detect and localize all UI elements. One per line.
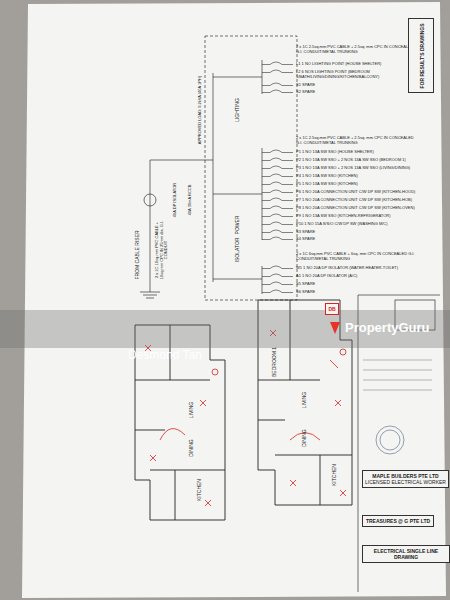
- circuit-text: P5 1 NO 13A SW SSO (KITCHEN): [296, 182, 358, 187]
- node-text: LICENSED ELECTRICAL WORKER: [365, 479, 446, 485]
- circuit-text: S1 SPARE: [296, 83, 315, 88]
- cable-note: 2 x 1C 2.5sq.mm PVC CABLE + 2.5sq. mm CP…: [296, 45, 421, 54]
- title-block-cell: MAPLE BUILDERS PTE LTDLICENSED ELECTRICA…: [362, 470, 449, 488]
- circuit-text: P2 1 NO 13A SW SSO + 2 NOS 13A SW SSO (B…: [296, 158, 406, 163]
- watermark-band: [0, 310, 450, 348]
- stamp-box: FOR RESULT'S DRAWINGS: [408, 18, 434, 93]
- circuit-text: A1 1 NO 20A DP ISOLATOR (A/C): [296, 274, 357, 279]
- db-box: DB: [325, 303, 339, 315]
- node-heading: MAPLE BUILDERS PTE LTD: [365, 473, 446, 479]
- group-name: ISOLATOR: [235, 238, 241, 263]
- circuit-text: S5 SPARE: [296, 282, 315, 287]
- rating-note: 40A 30mA RCCB: [188, 185, 193, 216]
- circuit-text: P9 1 NO 13A SW SSO (KITCHEN-REFRIGERATOR…: [296, 214, 391, 219]
- node-heading: TREASURES @ G PTE LTD: [365, 518, 431, 524]
- circuit-text: P8 1 NO 20A CONNECTION UNIT C/W DP SW (K…: [296, 206, 415, 211]
- circuit-text: L1 1 NO LIGHTING POINT (HOUSE SHELTER): [296, 62, 381, 67]
- title-block-cell: ELECTRICAL SINGLE LINE DRAWING: [362, 545, 450, 563]
- cable-note: 2 x 1C 2.5sq.mm PVC CABLE + 2.5sq. mm CP…: [296, 136, 421, 145]
- riser-note: FROM CABLE RISER: [135, 230, 141, 279]
- room-name: KITCHEN: [332, 464, 338, 486]
- circuit-text: W1 1 NO 20A DP ISOLATOR (WATER HEATER-TO…: [296, 266, 398, 271]
- paper-sheet: [22, 2, 446, 598]
- node-heading: ELECTRICAL SINGLE LINE DRAWING: [365, 548, 447, 560]
- node-heading: FOR RESULT'S DRAWINGS: [418, 23, 424, 88]
- group-name: LIGHTING: [235, 98, 241, 122]
- room-name: DINING: [189, 439, 195, 457]
- watermark: PropertyGuru: [345, 321, 430, 336]
- room-name: BEDROOM 1: [272, 347, 278, 377]
- circuit-text: P3 1 NO 13A SW SSO + 2 NOS 13A SW SSO (L…: [296, 166, 410, 171]
- circuit-text: P1 1 NO 13A SW SSO (HOUSE SHELTER): [296, 150, 374, 155]
- rating-note: 40A DP ISOLATOR: [173, 183, 178, 217]
- room-name: KITCHEN: [197, 479, 203, 501]
- circuit-breakers: [262, 62, 293, 293]
- circuit-text: S6 SPARE: [296, 290, 315, 295]
- circuit-text: S3 SPARE: [296, 230, 315, 235]
- cable-note: 2 x 1C 6sq.mm PVC CABLE + 6sq. mm CPC IN…: [296, 252, 421, 261]
- room-name: DINING: [302, 429, 308, 447]
- room-name: LIVING: [189, 402, 195, 418]
- single-line-wiring: [140, 36, 297, 300]
- circuit-text: P10 1 NO 15A S/S/O C/W DP SW (WASHING M/…: [296, 222, 388, 227]
- circuit-text: L2 6 NOS LIGHTING POINT (BEDROOM 1/BATH/…: [296, 70, 421, 79]
- group-name: POWER: [235, 216, 241, 235]
- circuit-text: P6 1 NO 20A CONNECTION UNIT C/W DP SW (K…: [296, 190, 415, 195]
- title-block-cell: TREASURES @ G PTE LTD: [362, 515, 434, 527]
- circuit-text: S2 SPARE: [296, 90, 315, 95]
- cable-note: 2 x 1C 10sq.mm PVC CABLE + 10sq.mm CPC I…: [155, 215, 169, 285]
- watermark-logo: [330, 322, 340, 334]
- watermark: Desmond Tan: [128, 349, 202, 363]
- circuit-text: S4 SPARE: [296, 237, 315, 242]
- load-note: APPROVED LOAD: 9.2kVA (40A 1PH): [198, 76, 203, 144]
- node-heading: DB: [328, 306, 336, 312]
- circuit-text: P4 1 NO 13A SW SSO (KITCHEN): [296, 174, 358, 179]
- room-name: LIVING: [302, 392, 308, 408]
- circuit-text: P7 1 NO 20A CONNECTION UNIT C/W DP SW (K…: [296, 198, 412, 203]
